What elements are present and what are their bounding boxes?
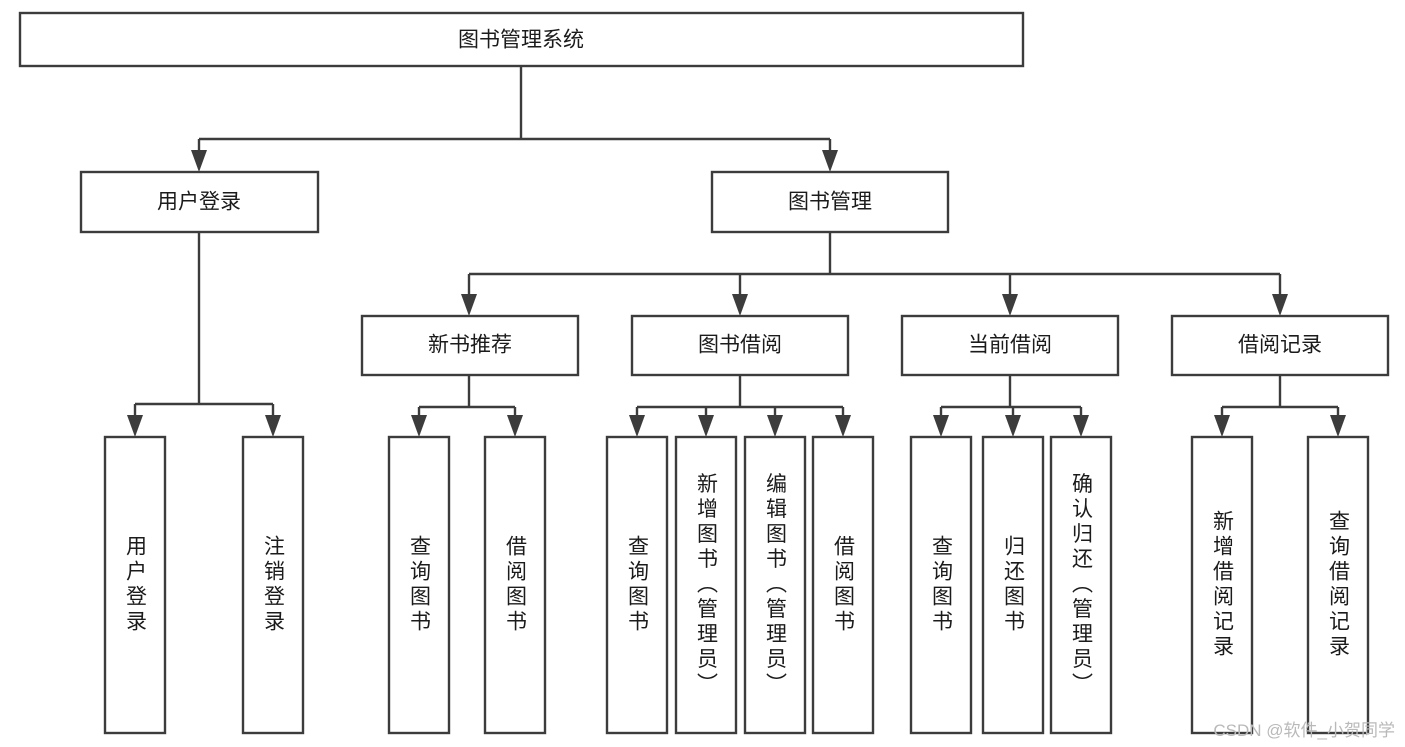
node-leaf-add-record-box	[1190, 435, 1254, 735]
arrow-to-leaf-userlogin-icon	[127, 415, 143, 437]
node-leaf-borrow-book-2-box	[811, 435, 875, 735]
node-leaf-query-book-1-box	[387, 435, 451, 735]
node-book-borrow-box	[630, 314, 850, 377]
connectors-newbook-to-leaves	[411, 375, 523, 437]
node-leaf-add-book-box	[674, 435, 738, 735]
node-user-login-label: 用户登录	[157, 191, 241, 214]
connectors-borrowrecord-to-leaves	[1214, 375, 1346, 437]
node-book-manage[interactable]: 图书管理	[710, 170, 950, 234]
arrow-to-leaf-addbook-icon	[698, 415, 714, 437]
arrow-to-currentborrow-icon	[1002, 294, 1018, 316]
node-book-manage-box	[710, 170, 950, 234]
node-leaf-query-book-1[interactable]: 查询图书	[387, 435, 451, 735]
node-borrow-record-box	[1170, 314, 1390, 377]
node-leaf-query-book-3[interactable]: 查询图书	[909, 435, 973, 735]
node-leaf-logout-label: 注销登录	[262, 535, 286, 635]
node-leaf-query-book-2-box	[605, 435, 669, 735]
node-leaf-logout-box	[241, 435, 305, 735]
arrow-to-leaf-logout-icon	[265, 415, 281, 437]
node-root[interactable]: 图书管理系统	[18, 11, 1025, 68]
node-leaf-confirm-return-box	[1049, 435, 1113, 735]
arrow-to-leaf-query2-icon	[629, 415, 645, 437]
connectors-root-to-level2	[191, 66, 838, 172]
node-leaf-query-record-box	[1306, 435, 1370, 735]
node-leaf-query-book-2-label: 查询图书	[626, 535, 650, 635]
node-leaf-user-login-box	[103, 435, 167, 735]
node-leaf-query-record[interactable]: 查询借阅记录	[1306, 435, 1370, 735]
arrow-to-leaf-return-icon	[1005, 415, 1021, 437]
node-leaf-user-login[interactable]: 用户登录	[103, 435, 167, 735]
node-leaf-query-book-2[interactable]: 查询图书	[605, 435, 669, 735]
node-leaf-query-book-3-label: 查询图书	[930, 535, 954, 635]
csdn-watermark: CSDN @软件_小贺同学	[1213, 721, 1395, 740]
arrow-to-user-login-icon	[191, 150, 207, 172]
node-leaf-edit-book-box	[743, 435, 807, 735]
node-leaf-add-book[interactable]: 新增图书（管理员）	[674, 435, 738, 735]
node-leaf-query-book-1-label: 查询图书	[408, 535, 432, 635]
arrow-to-leaf-borrow2-icon	[835, 415, 851, 437]
node-book-manage-label: 图书管理	[788, 191, 872, 214]
arrow-to-newbook-icon	[461, 294, 477, 316]
arrow-to-leaf-queryrecord-icon	[1330, 415, 1346, 437]
node-book-borrow[interactable]: 图书借阅	[630, 314, 850, 377]
node-leaf-borrow-book-2-label: 借阅图书	[832, 535, 856, 635]
arrow-to-bookborrow-icon	[732, 294, 748, 316]
connectors-currentborrow-to-leaves	[933, 375, 1089, 437]
node-user-login-box	[79, 170, 320, 234]
node-leaf-return-book-label: 归还图书	[1002, 535, 1026, 635]
node-leaf-query-book-3-box	[909, 435, 973, 735]
node-leaf-borrow-book-2[interactable]: 借阅图书	[811, 435, 875, 735]
node-leaf-add-record-label: 新增借阅记录	[1211, 510, 1235, 660]
node-leaf-confirm-return[interactable]: 确认归还（管理员）	[1049, 435, 1113, 735]
node-book-borrow-label: 图书借阅	[698, 334, 782, 357]
arrow-to-book-manage-icon	[822, 150, 838, 172]
node-current-borrow-box	[900, 314, 1120, 377]
connectors-bookborrow-to-leaves	[629, 375, 851, 437]
node-leaf-add-book-label: 新增图书（管理员）	[695, 473, 719, 698]
node-leaf-query-record-label: 查询借阅记录	[1327, 510, 1351, 660]
connectors-bookmanage-to-level3	[461, 232, 1288, 316]
node-current-borrow[interactable]: 当前借阅	[900, 314, 1120, 377]
node-root-label: 图书管理系统	[458, 29, 584, 52]
node-new-book-rec-box	[360, 314, 580, 377]
arrow-to-leaf-confirmreturn-icon	[1073, 415, 1089, 437]
arrow-to-leaf-query1-icon	[411, 415, 427, 437]
node-current-borrow-label: 当前借阅	[968, 334, 1052, 357]
arrow-to-borrowrecord-icon	[1272, 294, 1288, 316]
arrow-to-leaf-borrow1-icon	[507, 415, 523, 437]
node-leaf-edit-book[interactable]: 编辑图书（管理员）	[743, 435, 807, 735]
node-root-box	[18, 11, 1025, 68]
node-leaf-edit-book-label: 编辑图书（管理员）	[764, 473, 788, 698]
node-new-book-rec-label: 新书推荐	[428, 334, 512, 357]
node-leaf-borrow-book-1-label: 借阅图书	[504, 535, 528, 635]
connectors-userlogin-to-leaves	[127, 232, 281, 437]
node-user-login[interactable]: 用户登录	[79, 170, 320, 234]
node-new-book-rec[interactable]: 新书推荐	[360, 314, 580, 377]
node-borrow-record[interactable]: 借阅记录	[1170, 314, 1390, 377]
node-leaf-add-record[interactable]: 新增借阅记录	[1190, 435, 1254, 735]
node-leaf-logout[interactable]: 注销登录	[241, 435, 305, 735]
node-leaf-user-login-label: 用户登录	[124, 535, 148, 635]
arrow-to-leaf-query3-icon	[933, 415, 949, 437]
node-leaf-borrow-book-1-box	[483, 435, 547, 735]
node-leaf-return-book[interactable]: 归还图书	[981, 435, 1045, 735]
node-leaf-return-book-box	[981, 435, 1045, 735]
arrow-to-leaf-addrecord-icon	[1214, 415, 1230, 437]
arrow-to-leaf-editbook-icon	[767, 415, 783, 437]
node-leaf-confirm-return-label: 确认归还（管理员）	[1070, 473, 1094, 698]
node-leaf-borrow-book-1[interactable]: 借阅图书	[483, 435, 547, 735]
node-borrow-record-label: 借阅记录	[1238, 334, 1322, 357]
